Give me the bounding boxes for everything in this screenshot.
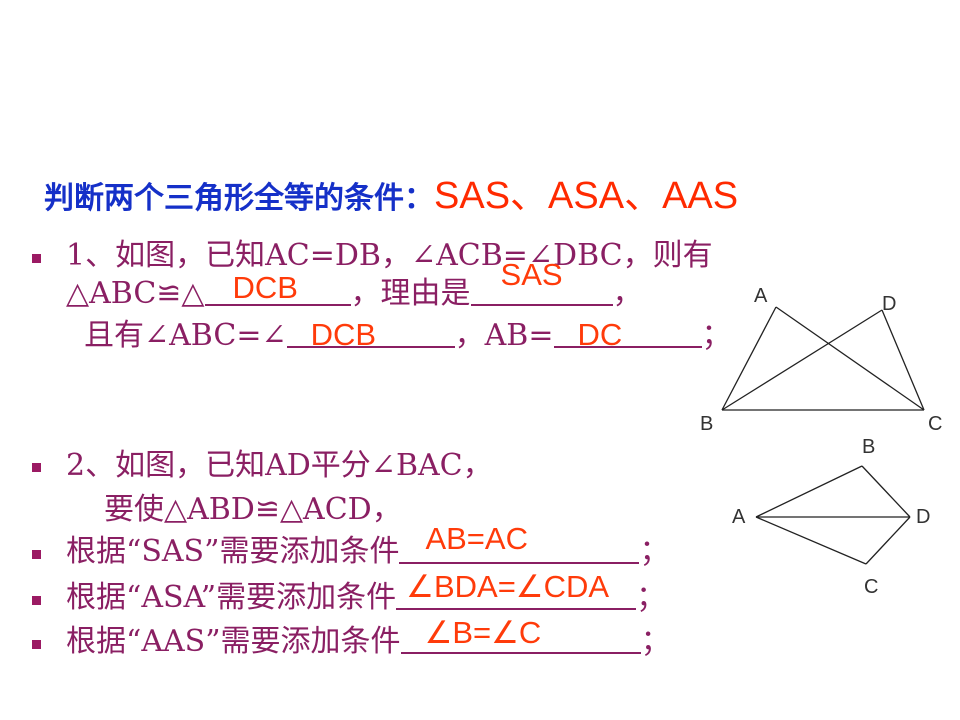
- fig1-label-d: D: [882, 293, 897, 315]
- q1-line3-b: ，AB=: [454, 318, 554, 353]
- fig1-label-b: B: [700, 413, 714, 435]
- q1-line3: 且有∠ABC=∠ DCB ，AB= DC ；: [84, 316, 732, 356]
- bullet-q2-row1: [32, 550, 41, 559]
- fig2-segment-cd: [865, 516, 911, 565]
- q2-blank-sas[interactable]: AB=AC: [399, 522, 640, 564]
- q2-row-sas-suffix: ；: [639, 534, 670, 569]
- bullet-q1: [32, 254, 41, 263]
- figure1-lines: [721, 306, 925, 411]
- q2-answer-aas: ∠B=∠C: [424, 615, 542, 650]
- fig1-segment-ab: [721, 306, 777, 411]
- q1-line2-b: ，理由是: [350, 276, 471, 311]
- q1-answer-reason: SAS: [500, 257, 563, 292]
- fig2-label-a: A: [732, 506, 746, 528]
- fig2-segment-ab: [755, 465, 863, 518]
- q1-line1: 1、如图，已知AC=DB，∠ACB=∠DBC，则有: [66, 238, 713, 273]
- q1-blank-reason[interactable]: SAS: [470, 258, 613, 306]
- fig1-segment-bd: [721, 309, 883, 411]
- q1-line2: △ABC≌△ DCB ，理由是 SAS ，: [66, 258, 643, 314]
- q1-blank-side[interactable]: DC: [553, 316, 702, 352]
- q2-blank-aas[interactable]: ∠B=∠C: [400, 616, 641, 654]
- q2-row-aas-prefix: 根据“AAS”需要添加条件: [66, 624, 401, 659]
- q1-answer-angle: DCB: [310, 317, 377, 352]
- q1-line3-a: 且有∠ABC=∠: [84, 318, 287, 353]
- q2-row-asa-prefix: 根据“ASA”需要添加条件: [66, 580, 397, 615]
- q2-row-asa: 根据“ASA”需要添加条件 ∠BDA=∠CDA ；: [66, 570, 667, 618]
- heading-conditions: SAS、ASA、AAS: [434, 175, 739, 217]
- q2-line2: 要使△ABD≌△ACD，: [104, 492, 402, 527]
- fig1-label-c: C: [928, 413, 943, 435]
- q2-row-aas-suffix: ；: [640, 624, 671, 659]
- fig2-label-c: C: [864, 576, 879, 598]
- q2-row-sas: 根据“SAS”需要添加条件 AB=AC ；: [66, 522, 670, 572]
- q1-answer-side: DC: [577, 317, 623, 352]
- q1-answer-triangle: DCB: [232, 270, 298, 305]
- fig2-label-d: D: [916, 506, 931, 528]
- figure2-lines: [755, 465, 911, 565]
- q1-blank-angle[interactable]: DCB: [286, 316, 455, 352]
- q2-answer-asa: ∠BDA=∠CDA: [406, 569, 610, 604]
- q1-line3-c: ；: [701, 318, 732, 353]
- q2-line1: 2、如图，已知AD平分∠BAC，: [66, 448, 493, 483]
- q2-row-aas: 根据“AAS”需要添加条件 ∠B=∠C ；: [66, 616, 671, 662]
- bullet-q2: [32, 463, 41, 472]
- bullet-q2-row3: [32, 640, 41, 649]
- bullet-q2-row2: [32, 596, 41, 605]
- q2-answer-sas: AB=AC: [425, 521, 528, 556]
- fig2-segment-bd: [861, 465, 911, 518]
- q1-line2-a: △ABC≌△: [66, 276, 205, 311]
- slide-heading: 判断两个三角形全等的条件：SAS、ASA、AAS: [44, 170, 738, 225]
- q2-row-sas-prefix: 根据“SAS”需要添加条件: [66, 534, 400, 569]
- fig2-segment-ac: [755, 516, 867, 565]
- q2-blank-asa[interactable]: ∠BDA=∠CDA: [396, 570, 637, 610]
- q1-blank-triangle[interactable]: DCB: [204, 270, 351, 306]
- fig2-label-b: B: [862, 436, 876, 458]
- heading-prefix: 判断两个三角形全等的条件：: [44, 181, 434, 216]
- fig1-segment-dc: [881, 309, 925, 411]
- fig1-label-a: A: [754, 285, 768, 307]
- q1-line2-c: ，: [612, 276, 643, 311]
- q2-row-asa-suffix: ；: [636, 580, 667, 615]
- fig1-segment-ac: [775, 306, 925, 411]
